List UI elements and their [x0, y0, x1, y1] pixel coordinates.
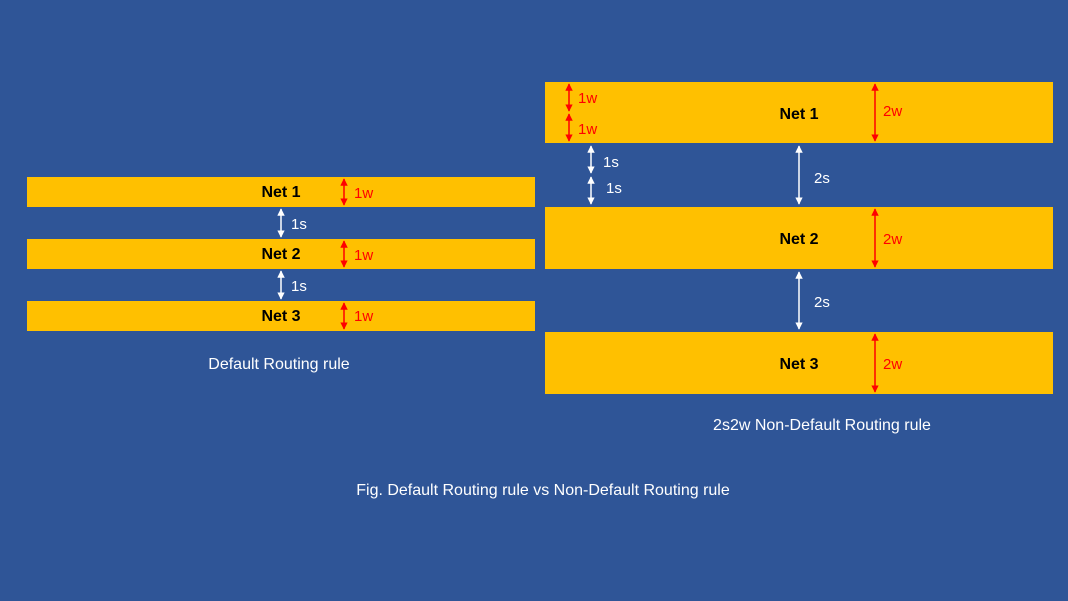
default-rule-caption: Default Routing rule — [208, 356, 350, 373]
default-spacing-1-label: 1s — [291, 216, 307, 233]
default-net-2-width-label: 1w — [354, 247, 373, 264]
default-spacing-2-label: 1s — [291, 278, 307, 295]
default-net-3-label: Net 3 — [261, 308, 300, 325]
ndr-net-1-label: Net 1 — [779, 106, 818, 123]
default-net-2-track — [27, 239, 535, 269]
ndr-subspacing-1-label: 1s — [603, 154, 619, 171]
ndr-subspacing-2-label: 1s — [606, 180, 622, 197]
ndr-rule-caption: 2s2w Non-Default Routing rule — [713, 417, 931, 434]
ndr-net-1-track — [545, 82, 1053, 143]
default-rule-group: Net 1 Net 2 Net 3 1w 1w 1w 1s 1s Default… — [27, 177, 535, 373]
ndr-net-3-label: Net 3 — [779, 356, 818, 373]
ndr-net-3-track — [545, 332, 1053, 394]
ndr-net-2-width-label: 2w — [883, 231, 902, 248]
default-net-1-width-label: 1w — [354, 185, 373, 202]
default-net-2-label: Net 2 — [261, 246, 300, 263]
ndr-spacing-2-label: 2s — [814, 294, 830, 311]
ndr-net-1-subwidth-2-label: 1w — [578, 121, 597, 138]
ndr-net-1-width-label: 2w — [883, 103, 902, 120]
default-net-3-width-label: 1w — [354, 308, 373, 325]
ndr-rule-group: Net 1 Net 2 Net 3 2w 2w 2w 1w 1w 1s 1s 2… — [545, 82, 1053, 434]
default-net-1-label: Net 1 — [261, 184, 300, 201]
default-net-3-track — [27, 301, 535, 331]
ndr-net-3-width-label: 2w — [883, 356, 902, 373]
figure-caption: Fig. Default Routing rule vs Non-Default… — [356, 482, 730, 499]
default-net-1-track — [27, 177, 535, 207]
ndr-net-2-track — [545, 207, 1053, 269]
ndr-net-2-label: Net 2 — [779, 231, 818, 248]
ndr-net-1-subwidth-1-label: 1w — [578, 90, 597, 107]
ndr-spacing-1-label: 2s — [814, 170, 830, 187]
